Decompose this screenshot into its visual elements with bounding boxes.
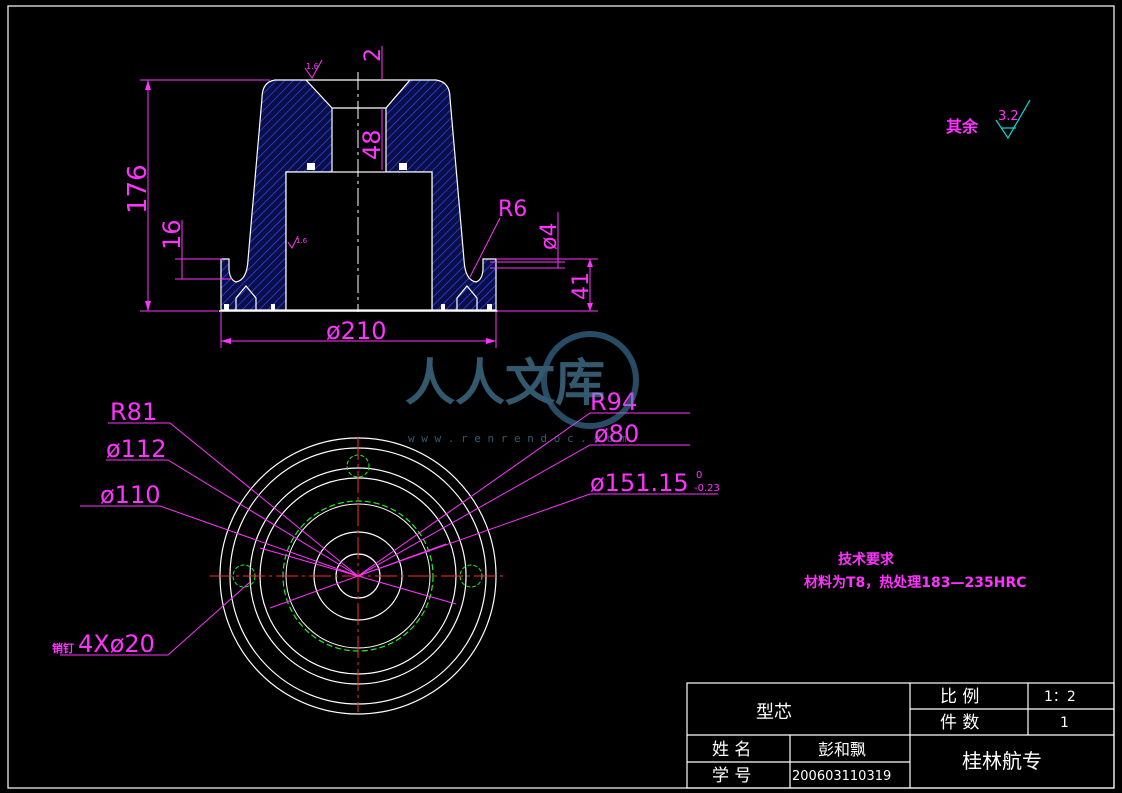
scale-value: 1：2 — [1044, 689, 1076, 705]
dim-fillet: R6 — [498, 197, 527, 222]
tech-line: 材料为T8，热处理183—235HRC — [804, 574, 1027, 591]
name-value: 彭和飘 — [818, 740, 866, 759]
id-label: 学 号 — [712, 766, 751, 786]
roughness-side-value: 1.6 — [296, 237, 308, 245]
dim-hole-dia: ø4 — [537, 223, 562, 250]
roughness-side-icon — [287, 235, 299, 249]
watermark-text: 人人文库 — [405, 354, 605, 412]
section-arrows — [145, 80, 593, 344]
watermark-url: w w w . r e n r e n d o c . c o m — [408, 432, 627, 445]
pins-label: 销钉 — [52, 641, 74, 655]
name-label: 姓 名 — [712, 740, 751, 760]
title-block — [686, 682, 1115, 789]
dim-d151-tol-low: -0.23 — [694, 483, 720, 494]
dim-top-offset: 2 — [361, 48, 386, 62]
tech-title: 技术要求 — [838, 551, 895, 568]
roughness-rest-value: 3.2 — [998, 109, 1019, 124]
dim-base-dia: ø210 — [326, 317, 387, 345]
part-name: 型芯 — [756, 702, 792, 723]
section-right-wall — [385, 79, 497, 311]
section-view — [219, 72, 498, 312]
drawing-frame — [7, 5, 1115, 789]
dim-height-flange: 16 — [158, 219, 186, 250]
id-value: 200603110319 — [792, 769, 891, 784]
plan-view — [210, 437, 506, 715]
scale-label: 比 例 — [940, 687, 979, 707]
dim-pins: 4Xø20 — [78, 630, 155, 658]
roughness-rest-label: 其余 — [946, 117, 979, 136]
dim-d112: ø112 — [106, 435, 167, 463]
roughness-top-icon — [304, 59, 323, 79]
plan-leaders — [60, 412, 718, 656]
watermark: 人人文库 w w w . r e n r e n d o c . c o m — [405, 331, 639, 445]
dim-d151: ø151.15 — [590, 469, 689, 497]
dim-hole-height: 41 — [569, 272, 594, 300]
roughness-top-value: 1.6 — [306, 62, 319, 71]
section-dimensions — [140, 46, 598, 348]
section-left-wall — [220, 79, 333, 311]
school-name: 桂林航专 — [962, 749, 1042, 773]
dim-inner-depth: 48 — [358, 129, 386, 160]
qty-value: 1 — [1060, 715, 1069, 731]
dim-r81: R81 — [110, 398, 157, 426]
dim-height-total: 176 — [123, 164, 153, 214]
dim-d151-tol-up: 0 — [696, 470, 702, 481]
dim-d110: ø110 — [100, 481, 161, 509]
roughness-rest-icon — [995, 99, 1031, 140]
qty-label: 件 数 — [940, 713, 979, 733]
